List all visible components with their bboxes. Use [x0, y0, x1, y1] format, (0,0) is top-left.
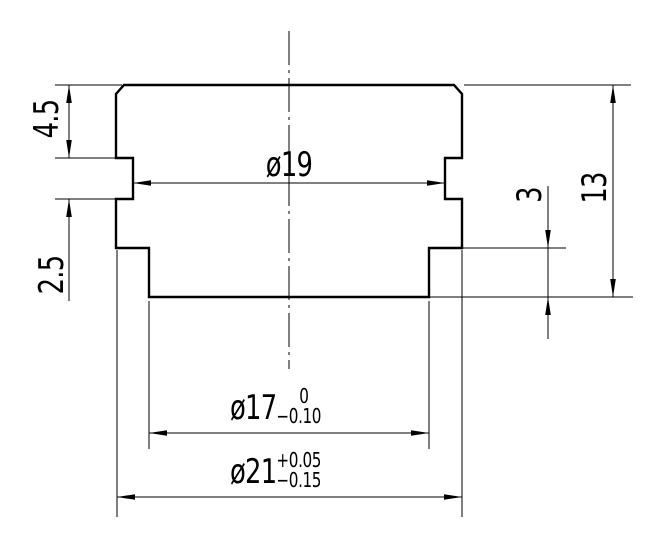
inner-diameter-tolerance: 0 −0.10 [276, 384, 322, 428]
arrow-d19-left [133, 180, 151, 186]
dimension-lines [68, 85, 614, 498]
dim-label-outer-diameter: ø21 +0.05 −0.15 [230, 450, 321, 494]
inner-diameter-tol-upper: 0 [299, 384, 309, 408]
arrow-4-5-bottom [66, 140, 72, 158]
inner-diameter-tol-lower: −0.10 [276, 403, 322, 428]
inner-diameter-nominal: ø17 [230, 388, 277, 428]
arrow-d17-right [411, 430, 429, 436]
arrow-d21-left [117, 494, 135, 500]
outer-diameter-tol-lower: −0.15 [276, 467, 322, 492]
arrow-3-top [545, 230, 551, 248]
arrowheads [66, 85, 616, 500]
dim-label-base-step-height: 3 [510, 187, 550, 203]
dim-label-groove-height: 2.5 [32, 255, 72, 295]
arrow-13-top [610, 85, 616, 103]
arrow-13-bottom [610, 279, 616, 297]
dim-label-total-height: 13 [575, 172, 615, 204]
arrow-2-5-bottom [66, 199, 72, 217]
arrow-4-5-top [66, 85, 72, 103]
dim-label-inner-diameter: ø17 0 −0.10 [230, 386, 321, 430]
arrow-3-bottom [545, 297, 551, 315]
dim-label-top-section-height: 4.5 [27, 99, 67, 139]
arrow-d17-left [149, 430, 167, 436]
extension-lines [55, 84, 633, 517]
outer-diameter-tol-upper: +0.05 [276, 448, 322, 472]
outer-diameter-tolerance: +0.05 −0.15 [276, 448, 322, 492]
outer-diameter-nominal: ø21 [230, 452, 277, 492]
arrow-d21-right [444, 494, 462, 500]
dim-label-groove-diameter: ø19 [265, 145, 313, 185]
arrow-d19-right [427, 180, 445, 186]
